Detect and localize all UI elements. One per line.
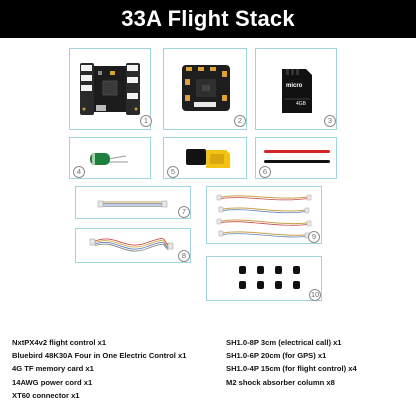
item-number-badge: 2 xyxy=(234,115,246,127)
power-cord-image xyxy=(264,150,330,163)
package-list-item: SH1.0-6P 20cm (for GPS) x1 xyxy=(226,351,327,361)
item-card-4p-cables: 9 xyxy=(206,186,322,244)
package-list-item: XT60 connector x1 xyxy=(12,390,80,400)
package-list-right: SH1.0-8P 3cm (electrical call) x1 SH1.0-… xyxy=(226,336,357,389)
item-card-memory-card: micro 4GB 3 xyxy=(255,48,337,130)
item-number-badge: 4 xyxy=(73,166,85,178)
item-number-badge: 8 xyxy=(178,250,190,262)
package-list-item: SH1.0-4P 15cm (for flight control) x4 xyxy=(226,364,357,374)
package-list-item: Bluebird 48K30A Four in One Electric Con… xyxy=(12,351,187,361)
package-list-item: 4G TF memory card x1 xyxy=(12,364,94,374)
package-list-left: NxtPX4v2 flight control x1 Bluebird 48K3… xyxy=(12,336,186,402)
item-number-badge: 10 xyxy=(309,289,321,301)
xt60-connector-image xyxy=(186,149,230,168)
microsd-capacity-label: 4GB xyxy=(296,101,307,107)
item-card-shock-absorbers: 10 xyxy=(206,256,322,301)
sh-4p-cables-image xyxy=(216,194,312,239)
item-number-badge: 7 xyxy=(178,206,190,218)
item-number-badge: 1 xyxy=(140,115,152,127)
package-list-item: 14AWG power cord x1 xyxy=(12,377,93,387)
item-number-badge: 5 xyxy=(167,166,179,178)
flight-controller-board-image xyxy=(80,63,140,115)
package-list-item: NxtPX4v2 flight control x1 xyxy=(12,338,107,347)
item-card-capacitor: 4 xyxy=(69,137,151,179)
item-card-flight-controller: 1 xyxy=(69,48,152,130)
item-number-badge: 9 xyxy=(308,231,320,243)
microsd-card-image xyxy=(282,69,312,113)
sh-6p-cable-image xyxy=(89,238,174,252)
page-title: 33A Flight Stack xyxy=(0,0,416,38)
shock-absorber-columns-image xyxy=(239,266,300,289)
package-list-item: SH1.0-8P 3cm (electrical call) x1 xyxy=(226,338,342,347)
item-card-8p-cable: 7 xyxy=(75,186,191,219)
capacitor-image xyxy=(90,153,128,165)
sh-8p-cable-image xyxy=(97,200,168,208)
item-card-6p-cable: 8 xyxy=(75,228,191,263)
esc-board-image xyxy=(182,65,230,111)
item-number-badge: 3 xyxy=(324,115,336,127)
item-number-badge: 6 xyxy=(259,166,271,178)
microsd-brand-label: micro xyxy=(286,83,303,89)
package-list-item: M2 shock absorber column x8 xyxy=(226,377,335,387)
item-card-xt60: 5 xyxy=(163,137,247,179)
item-card-power-cord: 6 xyxy=(255,137,337,179)
item-card-esc: 2 xyxy=(163,48,247,130)
